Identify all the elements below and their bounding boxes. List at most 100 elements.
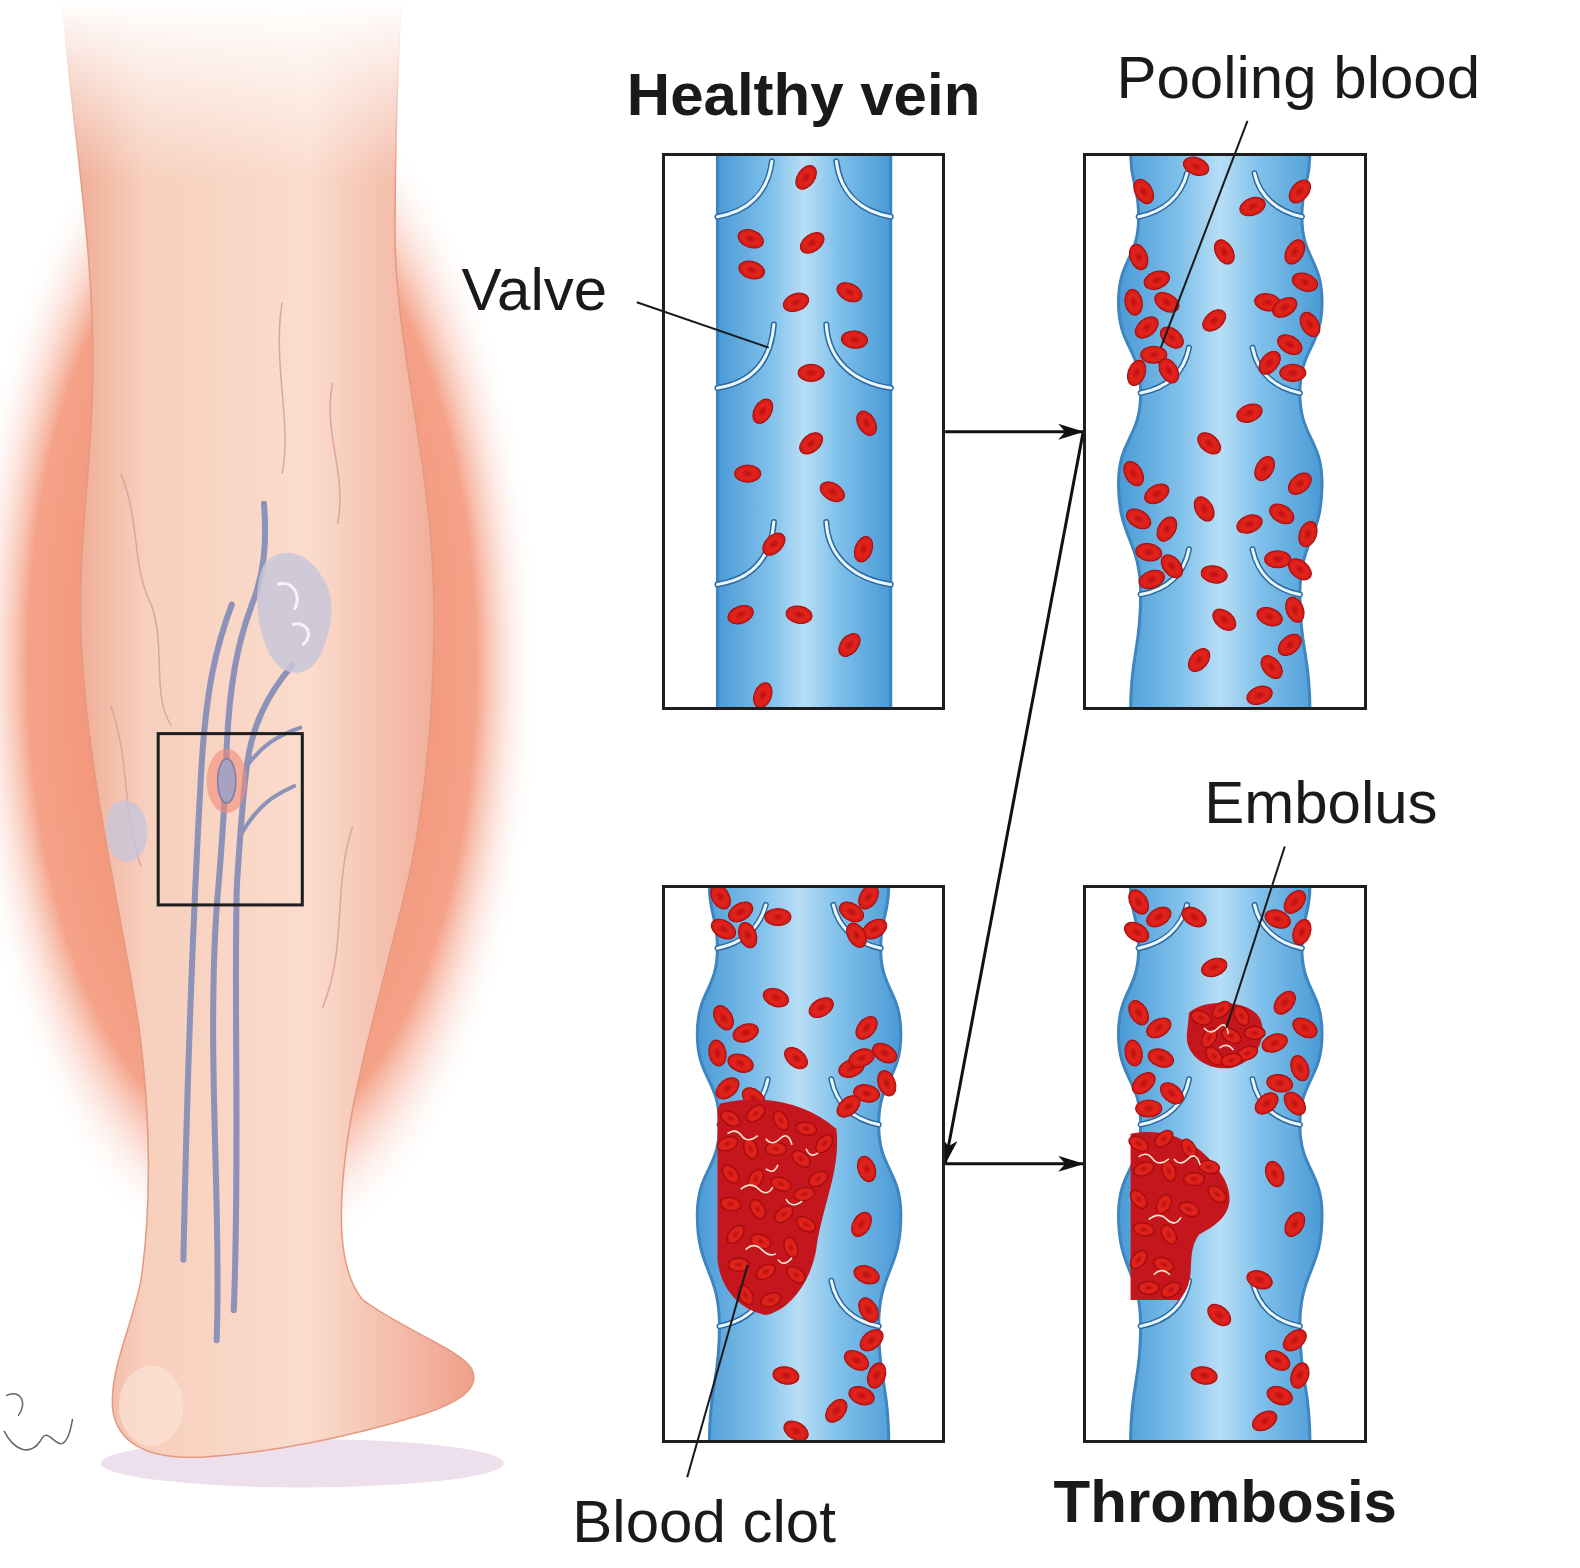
- red-blood-cells: [1279, 1325, 1310, 1355]
- vein-panel: Healthy vein: [662, 153, 945, 710]
- embolus-leader: [1226, 846, 1284, 1027]
- healthy-vein-drawing: [717, 161, 890, 584]
- clot-vein-drawing: [697, 887, 901, 1441]
- red-blood-cells: [765, 908, 791, 925]
- red-blood-cells: [1270, 987, 1300, 1018]
- red-blood-cells: [1285, 176, 1315, 207]
- clot-cells: [784, 1263, 809, 1287]
- red-blood-cells: [1136, 1100, 1162, 1117]
- vein-bulge: [218, 759, 236, 803]
- red-blood-cells: [761, 985, 791, 1010]
- thrombus-mass: [1131, 1132, 1230, 1300]
- clot-cells: [793, 1186, 816, 1203]
- red-blood-cells: [851, 1262, 881, 1287]
- fibrin-strands: [1139, 1025, 1234, 1275]
- clot-cells: [1153, 1192, 1175, 1217]
- faint-veins: [121, 474, 171, 726]
- red-blood-cells: [1184, 645, 1214, 676]
- red-blood-cells: [1287, 1360, 1312, 1390]
- red-blood-cells: [1130, 176, 1158, 207]
- red-blood-cells: [707, 887, 735, 913]
- panel-title: Healthy vein: [627, 60, 980, 129]
- clot-cells: [1132, 1159, 1156, 1179]
- red-blood-cells: [1190, 493, 1218, 524]
- clot-cells: [715, 1134, 739, 1154]
- clot-cells: [743, 1102, 768, 1126]
- red-blood-cells: [1199, 305, 1230, 335]
- red-blood-cells: [707, 1039, 728, 1068]
- clot-cells: [1244, 1026, 1265, 1039]
- red-blood-cells: [1289, 1014, 1320, 1042]
- faint-veins: [279, 302, 285, 473]
- clot-cells: [1183, 1172, 1204, 1185]
- red-blood-cells: [1287, 1053, 1312, 1083]
- clot-cells: [812, 1131, 836, 1156]
- clot-cells: [1138, 1281, 1159, 1294]
- red-blood-cells: [1156, 1078, 1187, 1108]
- clot-cells: [1126, 998, 1265, 1301]
- red-blood-cells: [785, 604, 814, 625]
- faint-veins: [111, 302, 353, 1007]
- red-blood-cells: [1124, 358, 1149, 388]
- red-blood-cells: [1120, 155, 1324, 708]
- clot-cells: [1158, 1279, 1183, 1301]
- red-blood-cells: [1120, 458, 1148, 489]
- red-blood-cells: [848, 1209, 876, 1240]
- varicose-highlight: [277, 583, 308, 644]
- clot-cells: [795, 1120, 818, 1137]
- clot-cells: [794, 1213, 819, 1235]
- red-blood-cells: [1155, 355, 1183, 386]
- clot-cells: [735, 1282, 757, 1307]
- clot-cells: [765, 1142, 786, 1155]
- red-blood-cells: [1123, 1039, 1144, 1068]
- panel-title: Thrombosis: [1054, 1467, 1397, 1536]
- red-blood-cells: [1178, 903, 1209, 931]
- clot-cells: [1198, 1159, 1221, 1176]
- connectors: [945, 432, 1083, 1164]
- red-blood-cells: [1128, 1068, 1159, 1098]
- vein-panel: Pooling blood: [1083, 153, 1367, 710]
- clot-cells: [1220, 1052, 1243, 1069]
- red-blood-cells: [821, 1395, 851, 1426]
- red-blood-cells: [836, 898, 867, 926]
- red-blood-cells: [1244, 683, 1274, 708]
- callout-label: Pooling blood: [1116, 43, 1480, 112]
- pooling-vein-drawing: [1139, 173, 1302, 594]
- red-blood-cells: [725, 602, 755, 627]
- pooling-vein-drawing: [1118, 155, 1323, 708]
- clot-cells: [747, 1197, 769, 1222]
- red-blood-cells: [1282, 594, 1307, 624]
- vein-bulge-glow: [207, 749, 247, 813]
- red-blood-cells: [1210, 236, 1238, 267]
- red-blood-cells: [759, 529, 790, 560]
- varicose-patch: [257, 553, 331, 673]
- red-blood-cells: [1251, 1088, 1282, 1118]
- flow-arrow: [945, 1162, 1083, 1165]
- clot-cells: [1152, 1127, 1177, 1151]
- thrombosis-vein-drawing: [1118, 887, 1322, 1441]
- flow-arrow: [945, 430, 1083, 433]
- red-blood-cells: [846, 1046, 876, 1071]
- callout-label: Embolus: [1204, 768, 1437, 837]
- red-blood-cells: [1125, 997, 1153, 1028]
- red-blood-cells: [833, 1091, 864, 1121]
- clot-vein-drawing: [717, 905, 880, 1326]
- heel-highlight: [119, 1365, 183, 1446]
- artist-signature: [4, 1394, 73, 1450]
- flow-arrow: [945, 432, 1083, 1164]
- red-blood-cells: [1146, 1046, 1176, 1071]
- red-blood-cells: [853, 408, 881, 439]
- detail-frame: [158, 734, 302, 905]
- red-blood-cells: [1123, 505, 1154, 533]
- red-blood-cells: [834, 629, 864, 660]
- clot-cells: [781, 1235, 801, 1259]
- clot-cells: [1205, 1182, 1230, 1206]
- leader-lines: [637, 121, 1285, 1477]
- red-blood-cells: [735, 920, 760, 950]
- red-blood-cells: [1244, 1267, 1274, 1292]
- clot-cells: [1127, 1187, 1151, 1212]
- thrombosis-vein-drawing: [1139, 905, 1302, 1326]
- red-blood-cells: [1142, 268, 1172, 293]
- red-blood-cells: [1134, 542, 1163, 563]
